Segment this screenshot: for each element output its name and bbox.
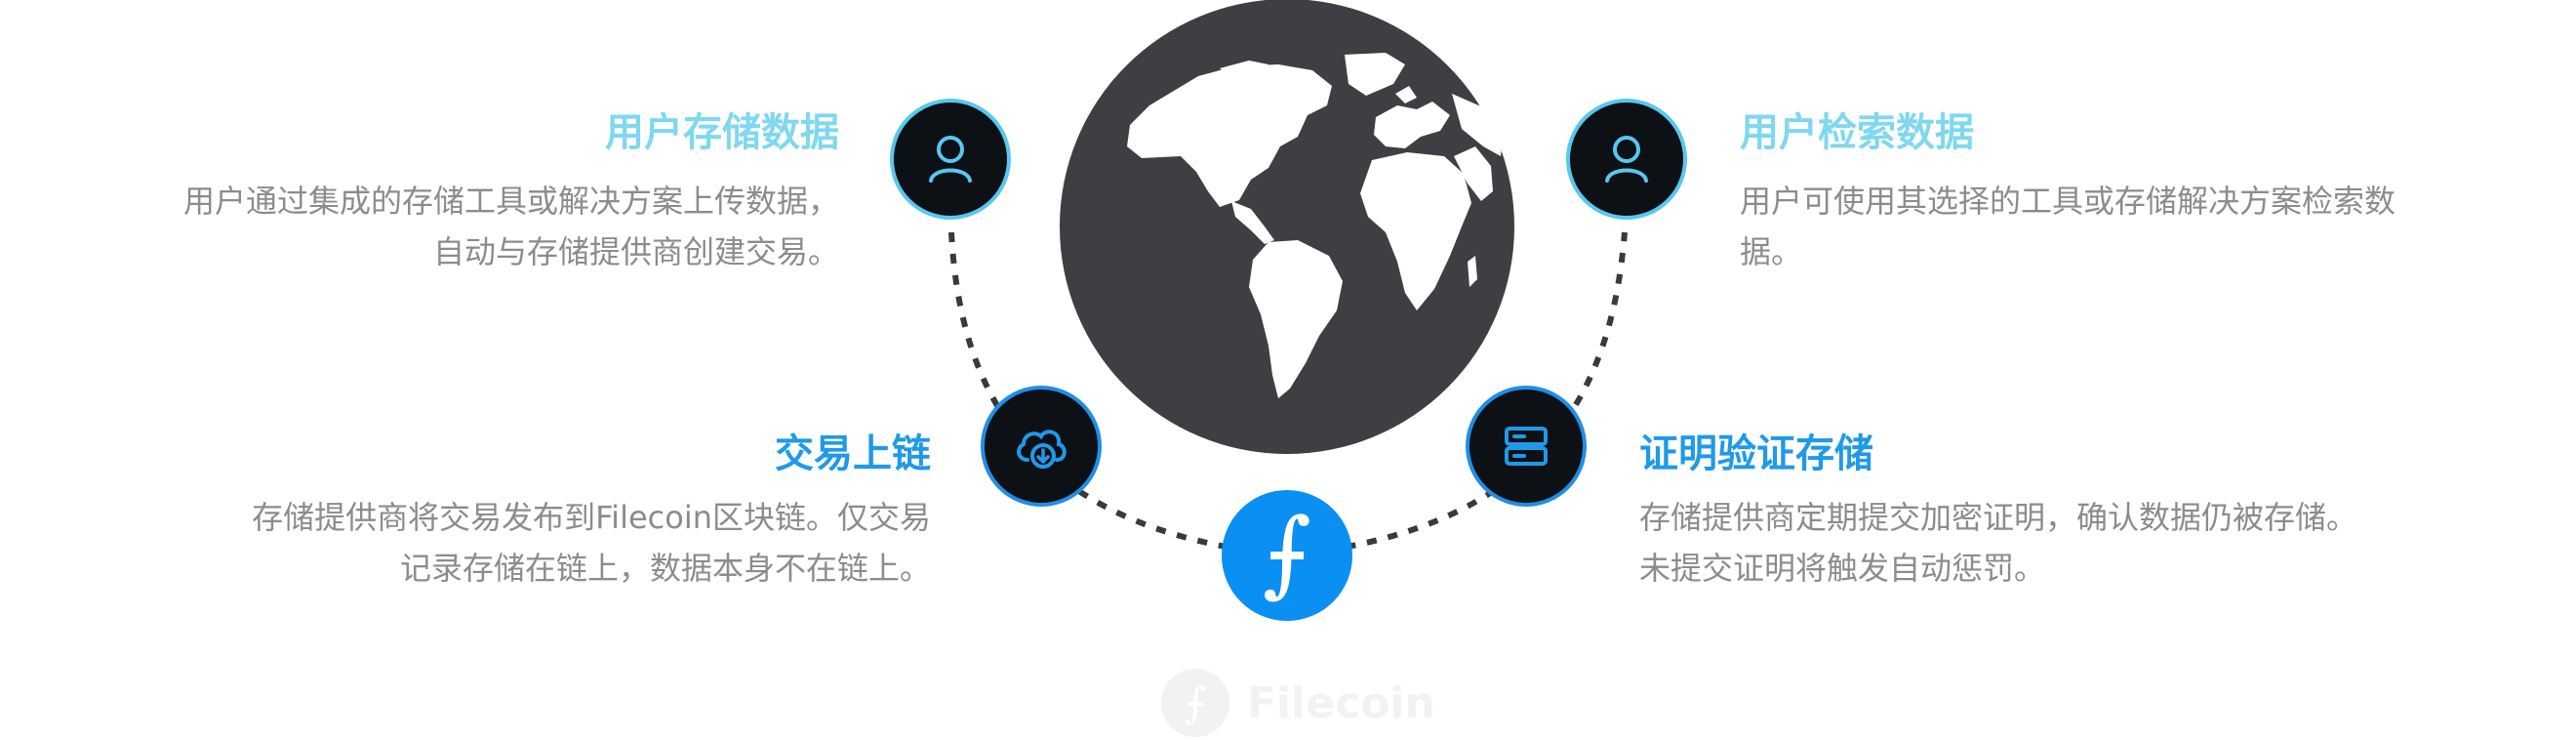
filecoin-watermark: ⨍ Filecoin: [1161, 669, 1435, 737]
cloud-download-icon: [1017, 430, 1067, 469]
filecoin-center-node: ⨍: [1222, 490, 1352, 621]
server-icon: [1505, 427, 1548, 466]
step-desc-deal-onchain: 存储提供商将交易发布到Filecoin区块链。仅交易记录存储在链上，数据本身不在…: [252, 499, 931, 587]
step-desc-user-retrieve: 用户可使用其选择的工具或存储解决方案检索数据。: [1740, 183, 2396, 270]
step-desc-proof-storage: 存储提供商定期提交加密证明，确认数据仍被存储。未提交证明将触发自动惩罚。: [1639, 499, 2358, 587]
deal-onchain-node: [981, 386, 1102, 507]
user-retrieve-node: [1566, 99, 1687, 220]
proof-storage-node: [1466, 386, 1587, 507]
step-title-deal-onchain: 交易上链: [775, 432, 931, 476]
step-desc-user-store: 用户通过集成的存储工具或解决方案上传数据，自动与存储提供商创建交易。: [182, 183, 839, 270]
step-title-user-retrieve: 用户检索数据: [1740, 110, 1974, 155]
step-title-user-store: 用户存储数据: [605, 110, 839, 155]
user-store-node: [890, 99, 1011, 220]
user-icon: [929, 136, 972, 183]
filecoin-watermark-text: Filecoin: [1247, 678, 1435, 728]
filecoin-logo-icon: ⨍: [1262, 498, 1311, 607]
filecoin-watermark-icon: ⨍: [1161, 669, 1229, 737]
user-icon: [1605, 136, 1648, 183]
step-title-proof-storage: 证明验证存储: [1639, 432, 1873, 476]
